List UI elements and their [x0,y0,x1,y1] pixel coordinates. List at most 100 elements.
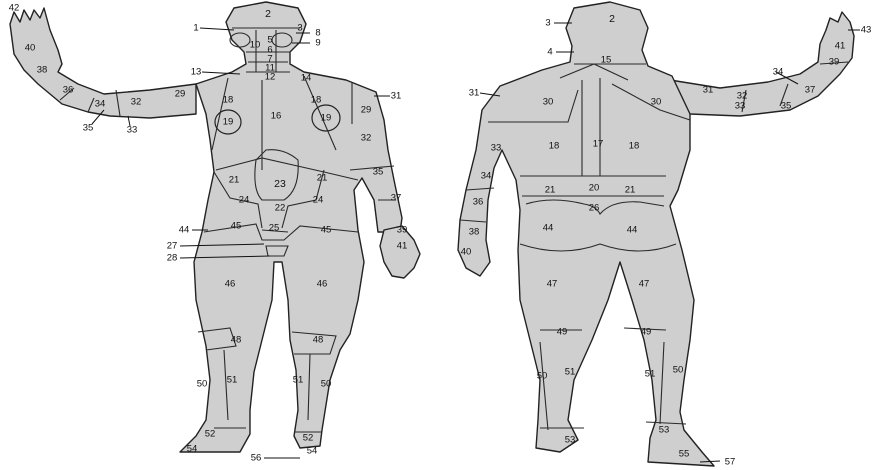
region-label-34-back: 34 [481,171,492,182]
region-label-46-right: 46 [225,279,236,290]
region-label-2-back: 2 [609,13,615,25]
region-label-32-front-left: 32 [361,133,372,144]
region-label-21-front-right: 21 [229,175,240,186]
region-label-51-back-right: 51 [565,367,576,378]
region-label-49-right: 49 [557,327,568,338]
region-label-51-back-left: 51 [645,369,656,380]
region-label-52-left: 52 [303,433,314,444]
region-label-50-front-right: 50 [197,379,208,390]
region-label-24-right: 24 [239,195,250,206]
region-label-19-right: 19 [223,117,234,128]
region-label-21-back-right: 21 [545,185,556,196]
region-label-29-front-left: 29 [361,105,372,116]
region-label-48-left: 48 [313,335,324,346]
region-label-38: 38 [37,65,48,76]
region-label-12: 12 [265,72,276,83]
region-label-21-front-left: 21 [317,173,328,184]
region-label-21-back-left: 21 [625,185,636,196]
region-label-50-back-right: 50 [537,371,548,382]
region-label-48-right: 48 [231,335,242,346]
region-label-34-back-left: 34 [773,67,784,78]
region-label-28: 28 [167,253,178,264]
region-label-40: 40 [25,43,36,54]
region-label-49-left: 49 [641,327,652,338]
region-label-18-back-right: 18 [549,141,560,152]
region-label-31-front: 31 [391,91,402,102]
region-label-51-front-left: 51 [293,375,304,386]
region-label-31-back-left: 31 [703,85,714,96]
region-label-9: 9 [315,38,320,49]
region-label-36: 36 [63,85,74,96]
region-label-17: 17 [593,139,604,150]
region-label-35-back: 35 [781,101,792,112]
region-label-52-right: 52 [205,429,216,440]
region-label-18-back-left: 18 [629,141,640,152]
region-label-36-back: 36 [473,197,484,208]
region-label-40-back: 40 [461,247,472,258]
region-label-18-front-left: 18 [311,95,322,106]
back-torso [458,2,714,466]
back-figure [458,2,854,466]
front-figure [10,2,420,452]
region-label-1: 1 [193,23,198,34]
region-label-39-back: 39 [829,57,840,68]
region-label-54-left: 54 [307,446,318,457]
region-label-10: 10 [250,40,261,51]
region-label-44-back-left: 44 [627,225,638,236]
region-label-35-front-left: 35 [373,167,384,178]
region-label-37-back: 37 [805,85,816,96]
region-label-38-back: 38 [469,227,480,238]
region-label-42: 42 [9,3,20,14]
region-label-37: 37 [391,193,402,204]
region-label-20: 20 [589,183,600,194]
region-label-14: 14 [301,73,312,84]
region-label-35: 35 [83,123,94,134]
region-label-45-left: 45 [321,225,332,236]
region-label-30-left: 30 [651,97,662,108]
region-label-13: 13 [191,67,202,78]
region-label-4: 4 [547,47,552,58]
region-label-55: 55 [679,449,690,460]
region-label-33-back: 33 [491,143,502,154]
region-label-24-left: 24 [313,195,324,206]
region-label-15: 15 [601,55,612,66]
region-label-31-back: 31 [469,88,480,99]
front-torso [180,2,402,452]
region-label-18-front-right: 18 [223,95,234,106]
region-label-22: 22 [275,203,286,214]
region-label-41-front: 41 [397,241,408,252]
region-label-43: 43 [861,25,872,36]
region-label-19-left: 19 [321,113,332,124]
region-label-44-front: 44 [179,225,190,236]
region-label-2: 2 [265,8,271,20]
region-label-56: 56 [251,453,262,464]
region-label-29: 29 [175,89,186,100]
region-label-3: 3 [297,23,302,34]
region-label-53-left: 53 [659,425,670,436]
region-label-47-left: 47 [639,279,650,290]
region-label-44-back-right: 44 [543,223,554,234]
region-label-54-right: 54 [187,444,198,455]
region-label-30-right: 30 [543,97,554,108]
region-label-50-front-left: 50 [321,379,332,390]
region-label-39-front: 39 [397,225,408,236]
region-labels: 42 40 38 36 34 32 29 35 33 1 2 3 8 9 5 1… [9,3,872,468]
region-label-50-back-left: 50 [673,365,684,376]
region-label-26: 26 [589,203,600,214]
region-label-34: 34 [95,99,106,110]
region-label-41-back: 41 [835,41,846,52]
region-label-51-front-right: 51 [227,375,238,386]
region-label-53-right: 53 [565,435,576,446]
region-label-47-right: 47 [547,279,558,290]
region-label-46-left: 46 [317,279,328,290]
region-label-23: 23 [274,178,286,190]
region-label-33: 33 [127,125,138,136]
region-label-45-right: 45 [231,221,242,232]
region-label-27: 27 [167,241,178,252]
region-label-3-back: 3 [545,18,550,29]
region-label-25: 25 [269,223,280,234]
region-label-32: 32 [131,97,142,108]
region-label-16: 16 [271,111,282,122]
